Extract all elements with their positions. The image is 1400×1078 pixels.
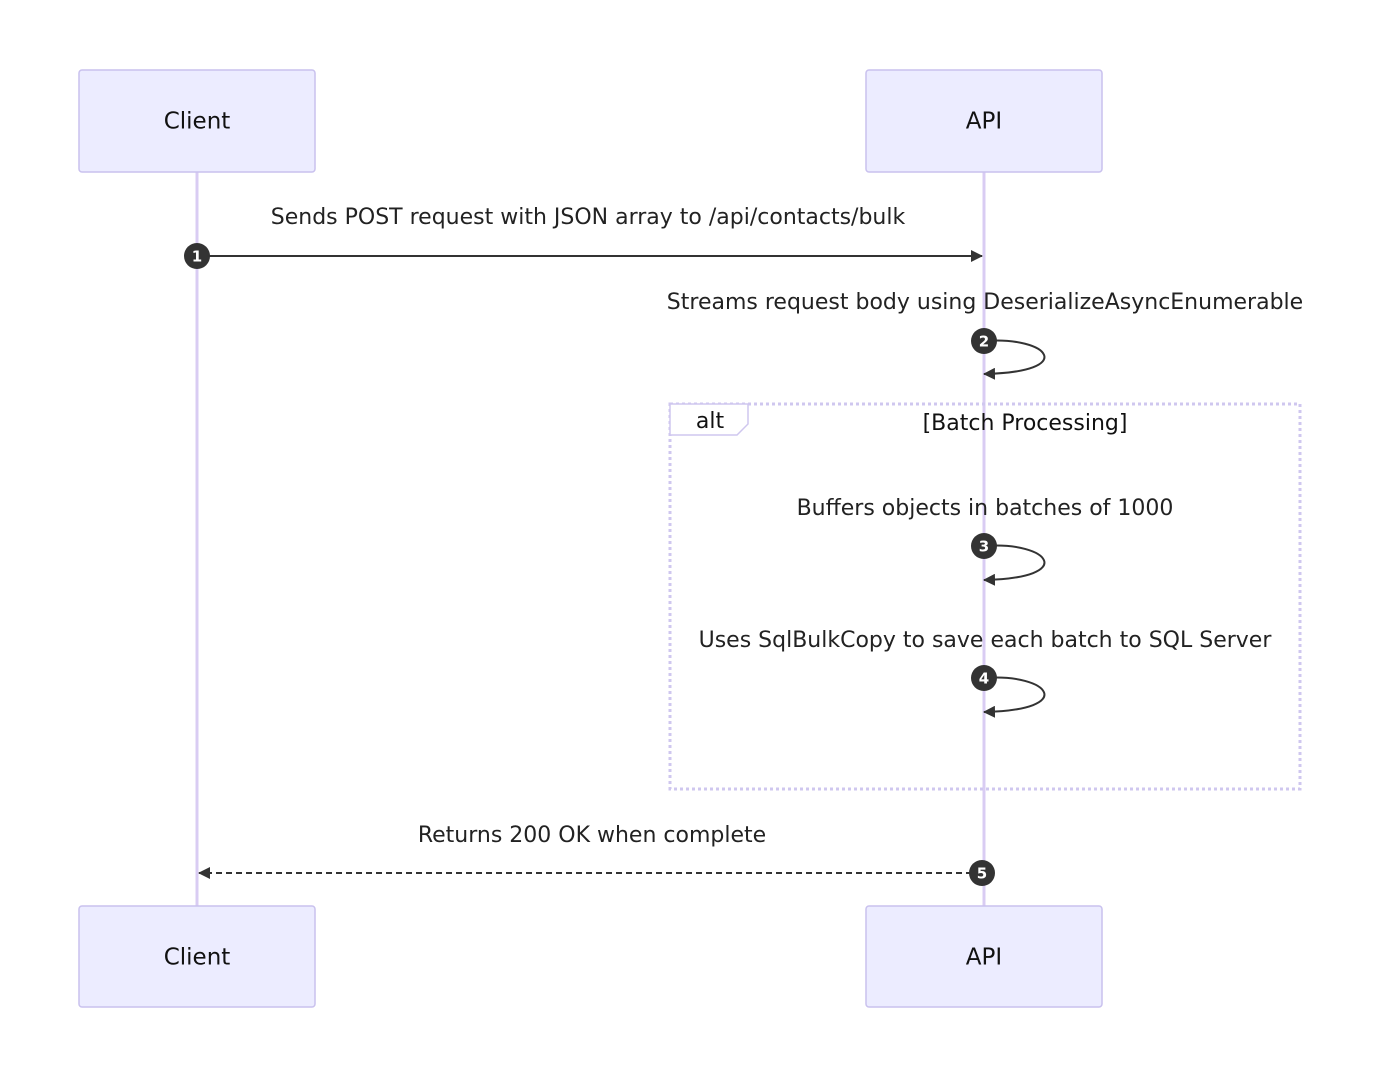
message-4: Uses SqlBulkCopy to save each batch to S… (699, 628, 1273, 718)
sequence-number: 5 (977, 865, 987, 883)
alt-block: alt [Batch Processing] (668, 402, 1302, 791)
message-label: Streams request body using DeserializeAs… (667, 290, 1303, 315)
sequence-number-badge (971, 665, 997, 691)
alt-condition: [Batch Processing] (923, 411, 1128, 436)
message-label: Buffers objects in batches of 1000 (797, 496, 1174, 521)
sequence-number-badge (184, 243, 210, 269)
actor-label: API (966, 945, 1002, 971)
sequence-number: 2 (979, 333, 989, 351)
message-label: Sends POST request with JSON array to /a… (271, 205, 906, 230)
alt-label: alt (696, 409, 725, 434)
sequence-number: 4 (979, 670, 989, 688)
actor-label: Client (164, 109, 231, 135)
actor-label: API (966, 109, 1002, 135)
actor-api-bottom: API (865, 905, 1103, 1008)
message-label: Returns 200 OK when complete (418, 823, 766, 848)
message-1: Sends POST request with JSON array to /a… (184, 205, 983, 269)
actor-client-bottom: Client (78, 905, 316, 1008)
sequence-number-badge (971, 533, 997, 559)
message-5: Returns 200 OK when complete 5 (198, 823, 995, 886)
sequence-number-badge (971, 328, 997, 354)
sequence-number: 3 (979, 538, 989, 556)
message-label: Uses SqlBulkCopy to save each batch to S… (699, 628, 1273, 653)
actor-api-top: API (865, 69, 1103, 173)
actor-label: Client (164, 945, 231, 971)
actor-client-top: Client (78, 69, 316, 173)
message-3: Buffers objects in batches of 1000 3 (797, 496, 1174, 586)
sequence-number-badge (969, 860, 995, 886)
message-2: Streams request body using DeserializeAs… (667, 290, 1303, 380)
sequence-number: 1 (192, 248, 202, 266)
